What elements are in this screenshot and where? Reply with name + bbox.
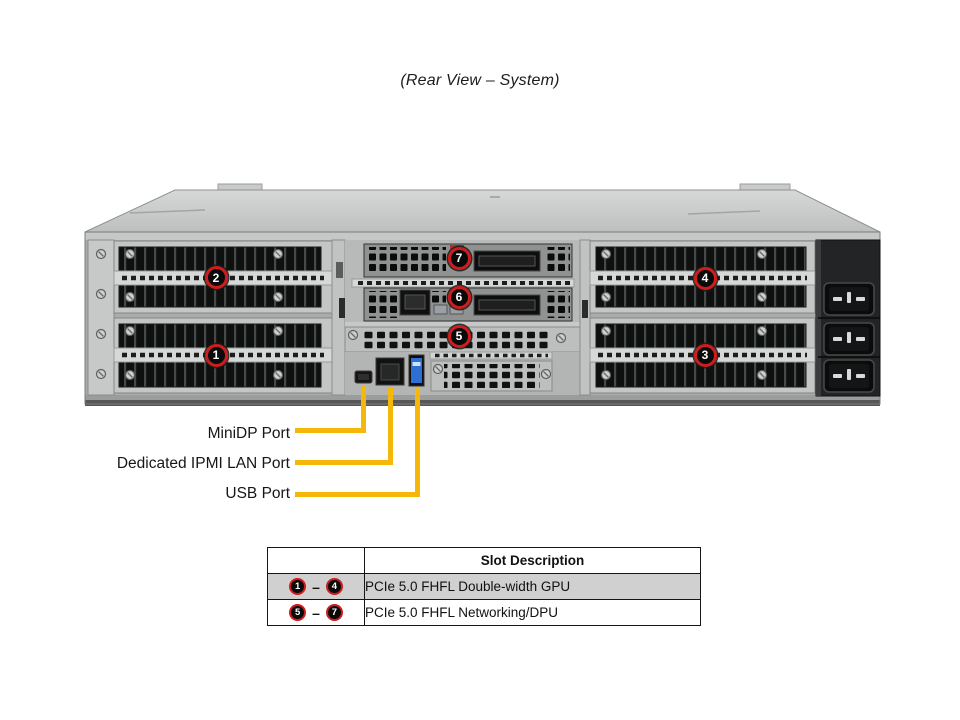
table-header-description: Slot Description: [364, 547, 701, 574]
slot-range-5-7: 5 – 7: [268, 604, 364, 621]
slot-description-gpu: PCIe 5.0 FHFL Double-width GPU: [364, 573, 701, 600]
callout-badge: 7: [325, 604, 343, 621]
section-divider-left: [331, 239, 346, 396]
psu-area: [815, 239, 881, 397]
chassis-lid: [84, 183, 881, 233]
table-row: 5 – 7 PCIe 5.0 FHFL Networking/DPU: [267, 599, 701, 626]
slot-4-bay: [589, 240, 816, 314]
leader-line-usb-vertical: [415, 387, 420, 497]
ac-inlet-icon: [823, 282, 875, 316]
range-dash: –: [312, 604, 320, 621]
leader-line-minidp-horizontal: [295, 428, 366, 433]
callout-slot-5: 5: [447, 324, 471, 348]
callout-slot-7: 7: [447, 246, 471, 270]
ipmi-lan-port-icon: [375, 357, 405, 386]
callout-badge: 1: [289, 578, 307, 595]
left-rail: [87, 239, 115, 396]
slot-description-dpu: PCIe 5.0 FHFL Networking/DPU: [364, 599, 701, 626]
figure-title: (Rear View – System): [400, 72, 560, 89]
callout-slot-3: 3: [693, 343, 717, 367]
range-dash: –: [312, 578, 320, 595]
callout-slot-6: 6: [447, 285, 471, 309]
minidp-port-icon: [354, 370, 373, 384]
label-minidp-port: MiniDP Port: [207, 425, 290, 442]
leader-line-ipmi-horizontal: [295, 460, 393, 465]
io-port-area: [345, 351, 580, 395]
leader-line-ipmi-vertical: [388, 388, 393, 465]
slot-range-1-4: 1 – 4: [268, 578, 364, 595]
callout-badge: 5: [289, 604, 307, 621]
section-divider-right: [579, 239, 591, 396]
slot-description-table: Slot Description 1 – 4 PCIe 5.0 FHFL Dou…: [267, 547, 701, 626]
leader-line-usb-horizontal: [295, 492, 420, 497]
callout-badge: 4: [325, 578, 343, 595]
callout-slot-4: 4: [693, 266, 717, 290]
ac-inlet-icon: [823, 322, 875, 356]
ac-inlet-icon: [823, 359, 875, 393]
callout-slot-1: 1: [204, 343, 228, 367]
table-header-row: Slot Description: [267, 547, 701, 574]
callout-slot-2: 2: [204, 266, 228, 289]
usb-port-icon: [408, 354, 425, 387]
label-ipmi-lan-port: Dedicated IPMI LAN Port: [116, 455, 290, 472]
table-row: 1 – 4 PCIe 5.0 FHFL Double-width GPU: [267, 573, 701, 600]
slot-7-card: [351, 243, 575, 288]
leader-line-minidp-vertical: [361, 386, 366, 433]
table-header-range-cell: [267, 547, 365, 574]
label-usb-port: USB Port: [225, 485, 290, 502]
